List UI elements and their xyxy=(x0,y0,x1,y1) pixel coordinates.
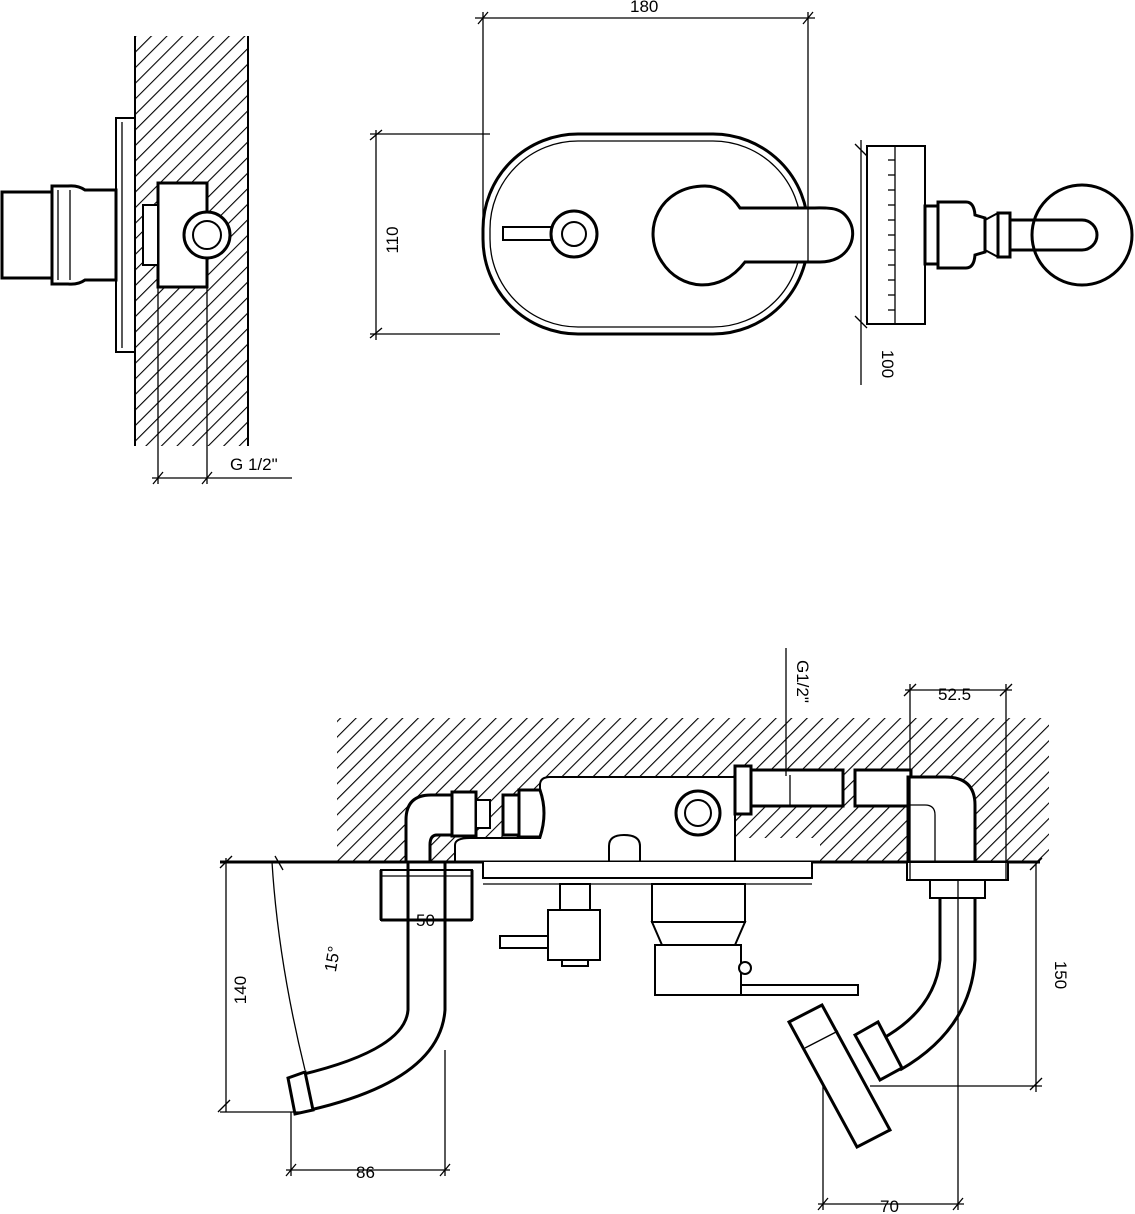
shower-head xyxy=(786,1002,893,1150)
dim-height: 110 xyxy=(383,226,402,253)
dim-offset: 52.5 xyxy=(938,685,971,704)
dim-width: 180 xyxy=(630,0,658,16)
side-connector xyxy=(936,200,987,270)
dim-spout-angle: 15° xyxy=(321,945,344,974)
spout-tip xyxy=(286,1070,315,1116)
diverter-lever xyxy=(502,226,558,241)
side-view-left: G 1/2" xyxy=(0,36,292,485)
bottom-cover-plate xyxy=(482,862,813,879)
plan-section: G1/2" 52.5 50 140 15° 86 150 xyxy=(217,648,1070,1214)
dim-depth: 100 xyxy=(878,350,897,378)
diverter-body xyxy=(547,909,601,961)
dim-thread-bottom: G1/2" xyxy=(793,660,812,703)
shower-connector xyxy=(852,1019,905,1083)
cover-plate xyxy=(115,117,136,353)
dim-spout-drop: 140 xyxy=(231,976,250,1004)
plate-ticks xyxy=(888,159,895,311)
dim-shower-reach: 70 xyxy=(880,1197,899,1214)
front-view: 180 110 xyxy=(369,0,855,340)
side-plate xyxy=(866,145,926,325)
handle-body xyxy=(651,883,746,923)
handle-knob xyxy=(50,184,118,286)
dim-shower-drop: 150 xyxy=(1051,961,1070,989)
dim-spout-inlet: 50 xyxy=(416,911,435,930)
mixer-handle xyxy=(651,184,855,287)
side-view-right: 100 xyxy=(854,140,1134,385)
dim-thread-side: G 1/2" xyxy=(230,455,278,474)
shower-elbow xyxy=(906,775,977,864)
shower-flange xyxy=(906,861,1009,881)
dim-spout-reach: 86 xyxy=(356,1163,375,1182)
